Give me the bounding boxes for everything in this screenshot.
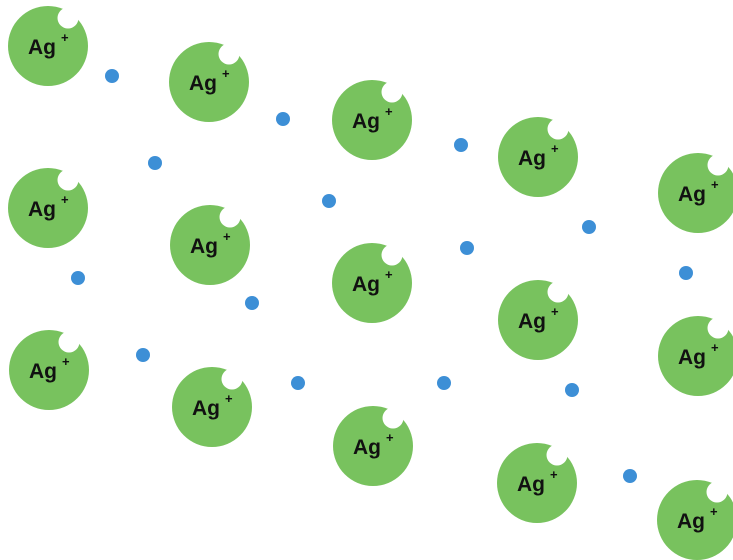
ion-notch — [221, 368, 243, 390]
ion-charge-label: + — [225, 391, 233, 406]
ion-charge-label: + — [61, 30, 69, 45]
silver-ion: Ag + — [333, 406, 413, 486]
ion-symbol-label: Ag — [352, 273, 380, 296]
ion-charge-label: + — [222, 66, 230, 81]
ion-notch — [381, 244, 403, 266]
ion-notch — [706, 481, 728, 503]
ion-notch — [707, 317, 729, 339]
ion-notch — [382, 407, 404, 429]
ion-symbol-label: Ag — [352, 110, 380, 133]
ion-symbol-label: Ag — [192, 397, 220, 420]
electron-dot — [582, 220, 596, 234]
ion-notch — [57, 169, 79, 191]
silver-ion: Ag + — [332, 80, 412, 160]
electron-dot — [291, 376, 305, 390]
ion-notch — [218, 43, 240, 65]
electron-dot — [623, 469, 637, 483]
ion-symbol-label: Ag — [678, 183, 706, 206]
ion-symbol-label: Ag — [29, 360, 57, 383]
silver-ion: Ag + — [9, 330, 89, 410]
ion-notch — [381, 81, 403, 103]
ion-notch — [547, 281, 569, 303]
ion-notch — [707, 154, 729, 176]
electron-dot — [679, 266, 693, 280]
silver-ion: Ag + — [8, 6, 88, 86]
electron-dot — [454, 138, 468, 152]
silver-ion: Ag + — [170, 205, 250, 285]
electron-dot — [71, 271, 85, 285]
ion-charge-label: + — [62, 354, 70, 369]
ion-charge-label: + — [223, 229, 231, 244]
ion-symbol-label: Ag — [517, 473, 545, 496]
ion-charge-label: + — [711, 340, 719, 355]
ion-symbol-label: Ag — [518, 147, 546, 170]
ion-charge-label: + — [385, 267, 393, 282]
electron-dot — [565, 383, 579, 397]
ion-charge-label: + — [711, 177, 719, 192]
ion-charge-label: + — [386, 430, 394, 445]
ion-notch — [547, 118, 569, 140]
dots-layer — [71, 69, 693, 483]
silver-ion: Ag + — [498, 117, 578, 197]
ion-notch — [58, 331, 80, 353]
silver-ion: Ag + — [169, 42, 249, 122]
ion-symbol-label: Ag — [28, 198, 56, 221]
ion-symbol-label: Ag — [189, 72, 217, 95]
electron-dot — [245, 296, 259, 310]
electron-dot — [276, 112, 290, 126]
silver-ion: Ag + — [332, 243, 412, 323]
ion-charge-label: + — [550, 467, 558, 482]
electron-dot — [437, 376, 451, 390]
silver-ion: Ag + — [172, 367, 252, 447]
silver-ion: Ag + — [657, 480, 733, 560]
ion-symbol-label: Ag — [190, 235, 218, 258]
ion-charge-label: + — [551, 304, 559, 319]
ion-charge-label: + — [61, 192, 69, 207]
ions-layer: Ag+Ag+Ag+Ag+Ag+Ag+Ag+Ag+Ag+Ag+Ag+Ag+Ag+A… — [8, 6, 733, 560]
ion-symbol-label: Ag — [677, 510, 705, 533]
silver-ion: Ag + — [497, 443, 577, 523]
ion-symbol-label: Ag — [678, 346, 706, 369]
ion-notch — [219, 206, 241, 228]
electron-dot — [322, 194, 336, 208]
ion-notch — [57, 7, 79, 29]
silver-ion: Ag + — [658, 316, 733, 396]
electron-dot — [460, 241, 474, 255]
ion-symbol-label: Ag — [518, 310, 546, 333]
ion-symbol-label: Ag — [28, 36, 56, 59]
ion-charge-label: + — [385, 104, 393, 119]
ion-charge-label: + — [551, 141, 559, 156]
electron-dot — [136, 348, 150, 362]
ion-symbol-label: Ag — [353, 436, 381, 459]
silver-ion: Ag + — [498, 280, 578, 360]
silver-ion: Ag + — [658, 153, 733, 233]
electron-dot — [148, 156, 162, 170]
ion-notch — [546, 444, 568, 466]
silver-ion: Ag + — [8, 168, 88, 248]
ion-charge-label: + — [710, 504, 718, 519]
electron-dot — [105, 69, 119, 83]
